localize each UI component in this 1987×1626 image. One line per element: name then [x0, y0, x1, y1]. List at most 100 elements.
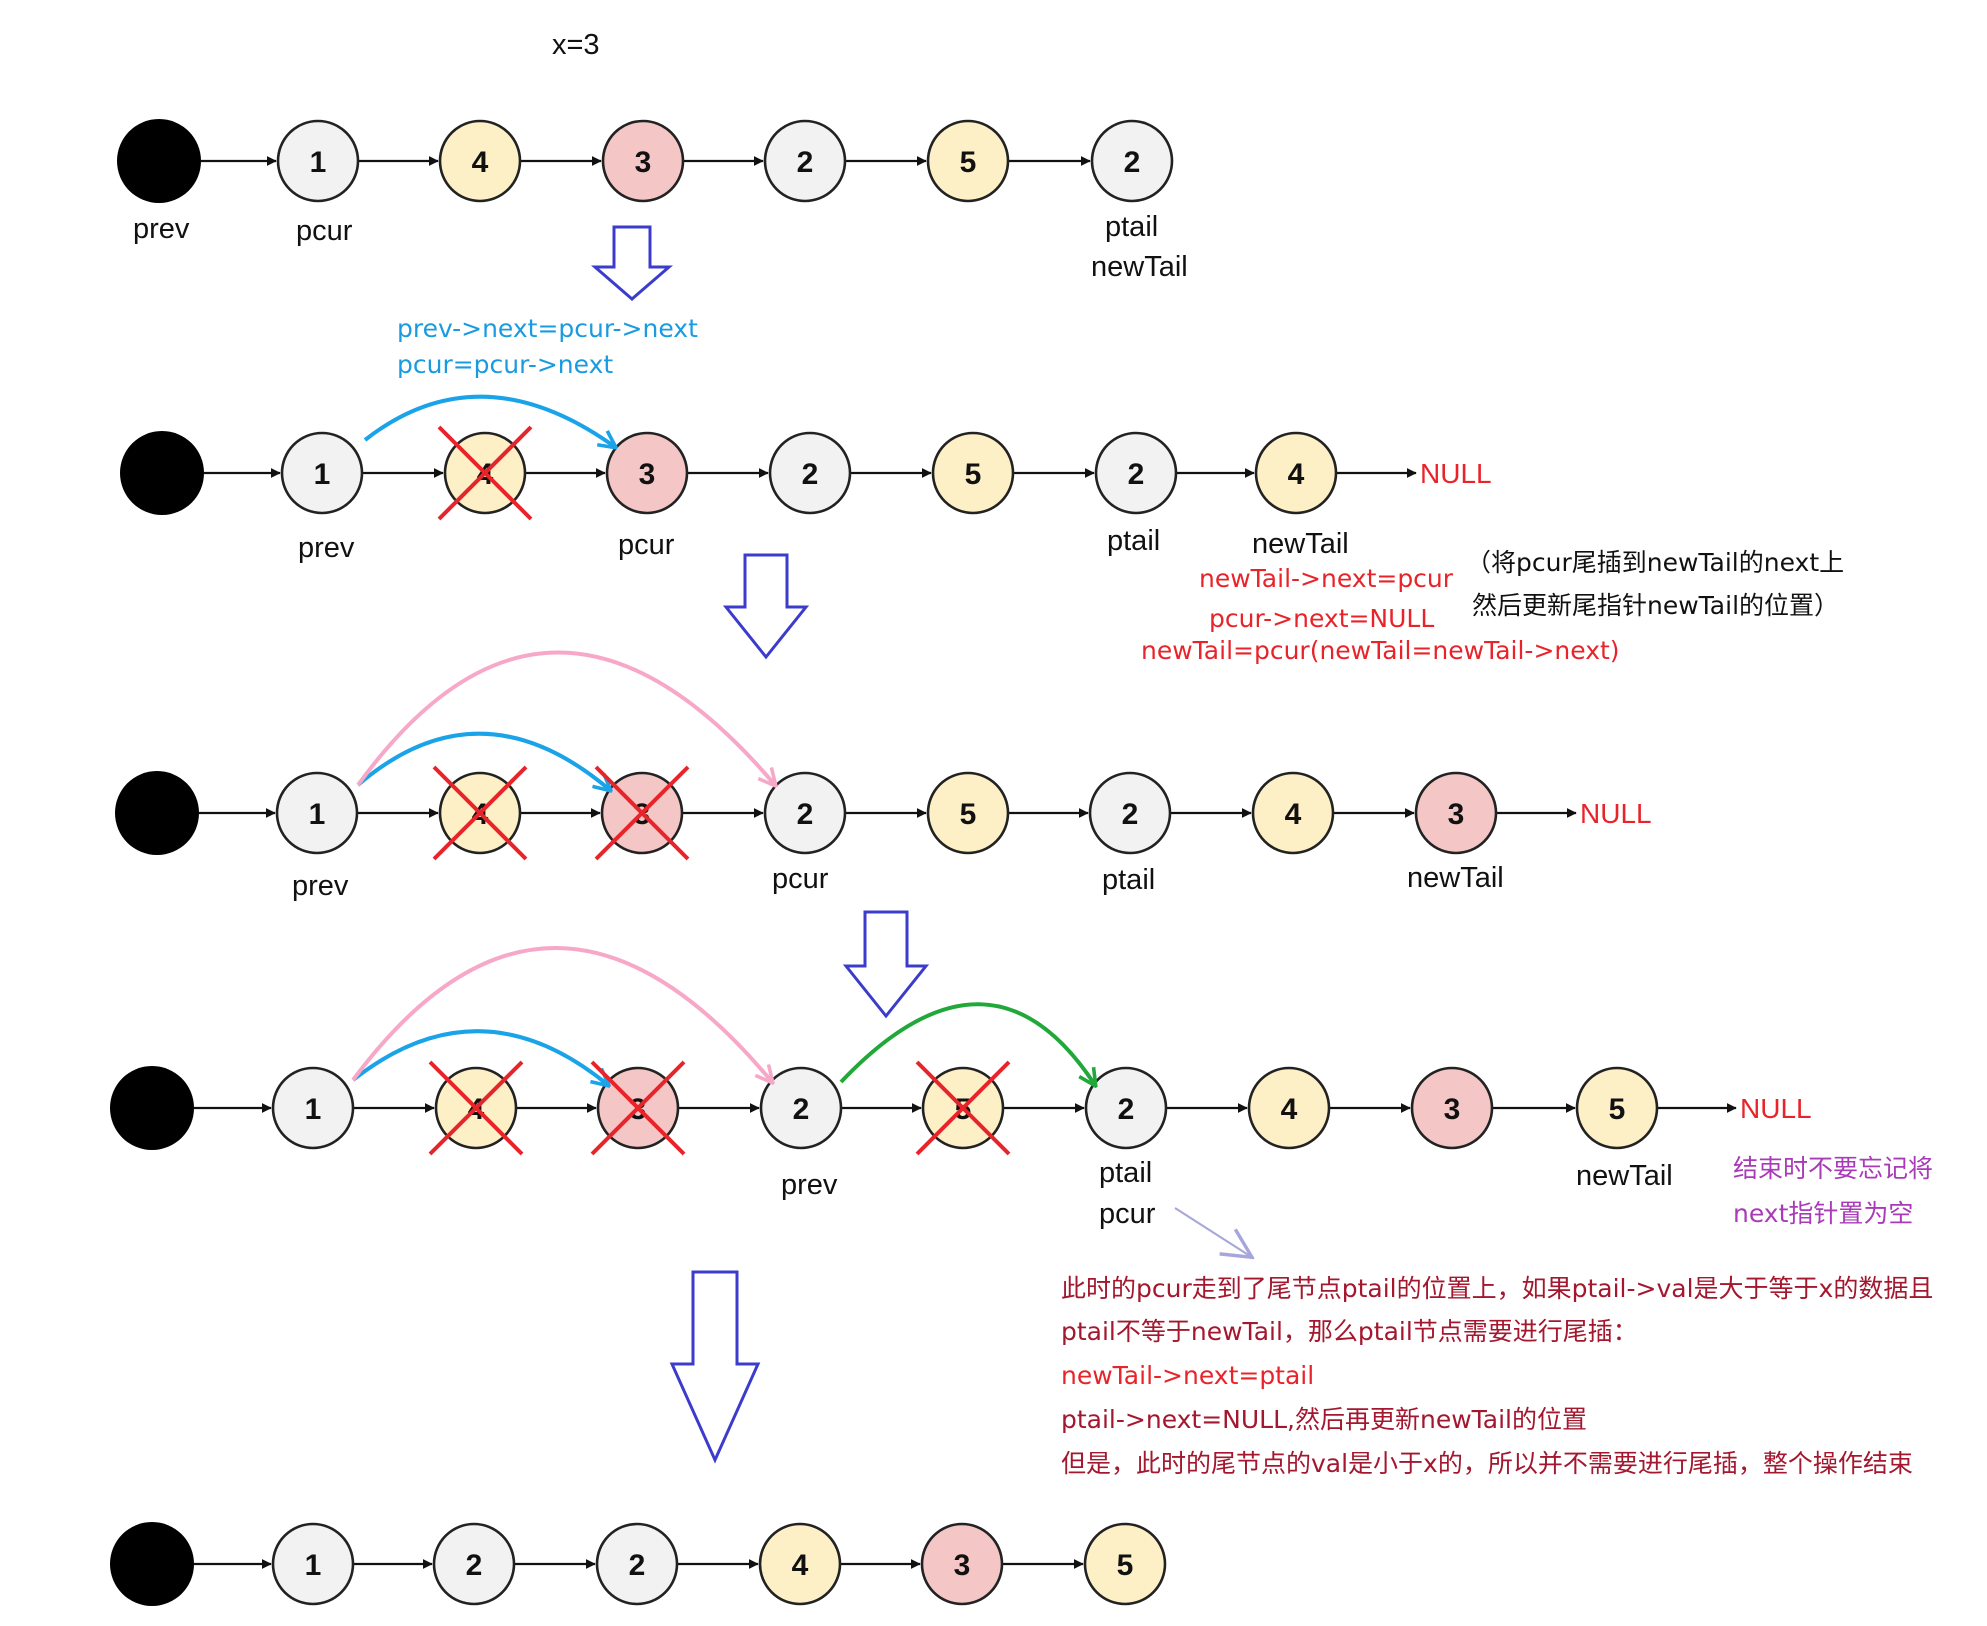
pointer-labels: prev pcur ptail newTail prev pcur ptail …: [133, 211, 1673, 1230]
step2-side-note2: 然后更新尾指针newTail的位置）: [1472, 591, 1839, 620]
node-circle: [1247, 1066, 1331, 1150]
list-node: 5: [931, 431, 1015, 515]
row1-ptail-label: ptail: [1105, 211, 1158, 243]
node-circle: [1088, 771, 1172, 855]
list-node: 5: [926, 771, 1010, 855]
list-node: 5: [926, 119, 1010, 203]
annotation-notes: prev->next=pcur->next pcur=pcur->next ne…: [397, 314, 1933, 1478]
final-note-line1: 此时的pcur走到了尾节点ptail的位置上，如果ptail->val是大于等于…: [1061, 1274, 1933, 1303]
list-node: 4: [758, 1522, 842, 1606]
row1-newtail-label: newTail: [1091, 251, 1188, 283]
row4-prev-label: prev: [781, 1169, 838, 1201]
row2-newtail-label: newTail: [1252, 528, 1349, 560]
step-arrows-layer: [590, 225, 930, 1464]
node-circle: [763, 771, 847, 855]
list-node: 2: [432, 1522, 516, 1606]
node-value: 2: [797, 798, 814, 831]
row2-pcur-label: pcur: [618, 529, 675, 561]
node-circle: [271, 1066, 355, 1150]
node-value: 5: [965, 458, 982, 491]
node-value: 2: [1124, 146, 1141, 179]
list-node: 2: [1088, 771, 1172, 855]
step2-code-line2: pcur->next=NULL: [1209, 604, 1434, 633]
node-value: 2: [1128, 458, 1145, 491]
final-note-line5: 但是，此时的尾节点的val是小于x的，所以并不需要进行尾插，整个操作结束: [1061, 1449, 1913, 1478]
node-circle: [763, 119, 847, 203]
node-circle: [605, 431, 689, 515]
node-circle: [1254, 431, 1338, 515]
node-circle: [926, 119, 1010, 203]
cross-mark: [428, 1060, 524, 1156]
blue-bypass-arrow: [351, 1029, 608, 1085]
crosses-layer: [428, 425, 1011, 1156]
node-circle: [1410, 1066, 1494, 1150]
node-value: 3: [635, 146, 652, 179]
row4-pcur-label: pcur: [1099, 1198, 1156, 1230]
list-node: 1: [271, 1522, 355, 1606]
null-label: NULL: [1420, 458, 1492, 489]
node-value: 4: [472, 146, 489, 179]
list-node: 4: [1247, 1066, 1331, 1150]
node-value: 3: [1444, 1093, 1461, 1126]
step2-side-note1: （将pcur尾插到newTail的next上: [1466, 548, 1844, 577]
node-circle: [931, 431, 1015, 515]
head-node: [120, 431, 204, 515]
node-circle: [1084, 1066, 1168, 1150]
step1-code-line2: pcur=pcur->next: [397, 350, 613, 379]
list-node: 3: [601, 119, 685, 203]
row2-ptail-label: ptail: [1107, 525, 1160, 557]
node-circle: [595, 1522, 679, 1606]
list-node: 2: [595, 1522, 679, 1606]
list-node: 3: [920, 1522, 1004, 1606]
node-value: 1: [314, 458, 331, 491]
list-node: 2: [763, 771, 847, 855]
node-value: 3: [954, 1549, 971, 1582]
list-node: 2: [759, 1066, 843, 1150]
node-circle: [1251, 771, 1335, 855]
node-value: 4: [1281, 1093, 1298, 1126]
node-value: 5: [1609, 1093, 1626, 1126]
list-node: 4: [1254, 431, 1338, 515]
cross-mark: [915, 1060, 1011, 1156]
node-value: 2: [629, 1549, 646, 1582]
row3-pcur-label: pcur: [772, 863, 829, 895]
cross-mark: [590, 1060, 686, 1156]
row3-prev-label: prev: [292, 870, 349, 902]
node-circle: [920, 1522, 1004, 1606]
head-node: [115, 771, 199, 855]
node-circle: [438, 119, 522, 203]
node-value: 4: [792, 1549, 809, 1582]
node-circle: [926, 771, 1010, 855]
step-down-arrow: [842, 910, 930, 1019]
node-value: 3: [1448, 798, 1465, 831]
step2-code-line3: newTail=pcur(newTail=newTail->next): [1141, 636, 1620, 665]
list-node: 4: [1251, 771, 1335, 855]
node-circle: [280, 431, 364, 515]
node-circle: [1083, 1522, 1167, 1606]
row4-newtail-label: newTail: [1576, 1160, 1673, 1192]
list-node: 1: [276, 119, 360, 203]
list-node: 4: [438, 119, 522, 203]
node-value: 3: [639, 458, 656, 491]
x-value-label: x=3: [552, 29, 600, 61]
node-value: 4: [1288, 458, 1305, 491]
node-value: 1: [305, 1093, 322, 1126]
list-node: 2: [1090, 119, 1174, 203]
row1-pcur-label: pcur: [296, 215, 353, 247]
list-node: 3: [1410, 1066, 1494, 1150]
row4-ptail-label: ptail: [1099, 1157, 1152, 1189]
row1-prev-label: prev: [133, 213, 190, 245]
green-bypass-arrow: [839, 1002, 1095, 1085]
list-node: 3: [605, 431, 689, 515]
final-note-line2: ptail不等于newTail，那么ptail节点需要进行尾插：: [1061, 1317, 1638, 1346]
node-circle: [1090, 119, 1174, 203]
node-circle: [758, 1522, 842, 1606]
node-value: 5: [960, 798, 977, 831]
node-value: 2: [802, 458, 819, 491]
node-circle: [1414, 771, 1498, 855]
step-down-arrow: [669, 1270, 761, 1464]
blue-bypass-arrow: [356, 731, 610, 790]
step1-code-line1: prev->next=pcur->next: [397, 314, 698, 343]
node-circle: [276, 119, 360, 203]
